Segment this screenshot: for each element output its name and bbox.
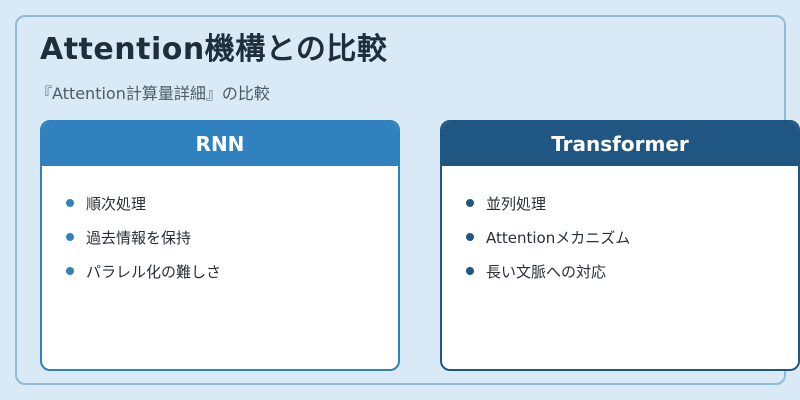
list-item-label: 長い文脈への対応 bbox=[486, 262, 607, 281]
list-item: 長い文脈への対応 bbox=[466, 254, 798, 288]
list-item: パラレル化の難しさ bbox=[66, 254, 398, 288]
list-item-label: 順次処理 bbox=[86, 194, 147, 213]
bullet-icon bbox=[66, 233, 74, 241]
transformer-feature-list: 並列処理 Attentionメカニズム 長い文脈への対応 bbox=[442, 166, 798, 288]
rnn-card-header: RNN bbox=[42, 122, 398, 166]
bullet-icon bbox=[66, 199, 74, 207]
transformer-card: Transformer 並列処理 Attentionメカニズム 長い文脈への対応 bbox=[440, 120, 800, 371]
rnn-card: RNN 順次処理 過去情報を保持 パラレル化の難しさ bbox=[40, 120, 400, 371]
list-item-label: パラレル化の難しさ bbox=[86, 262, 222, 281]
list-item: 並列処理 bbox=[466, 186, 798, 220]
transformer-card-header: Transformer bbox=[442, 122, 798, 166]
page-subtitle: 『Attention計算量詳細』の比較 bbox=[36, 84, 270, 103]
list-item-label: 並列処理 bbox=[486, 194, 547, 213]
list-item-label: 過去情報を保持 bbox=[86, 228, 192, 247]
list-item: 過去情報を保持 bbox=[66, 220, 398, 254]
bullet-icon bbox=[466, 199, 474, 207]
page-title: Attention機構との比較 bbox=[40, 32, 388, 67]
rnn-feature-list: 順次処理 過去情報を保持 パラレル化の難しさ bbox=[42, 166, 398, 288]
bullet-icon bbox=[66, 267, 74, 275]
bullet-icon bbox=[466, 233, 474, 241]
list-item: 順次処理 bbox=[66, 186, 398, 220]
list-item: Attentionメカニズム bbox=[466, 220, 798, 254]
bullet-icon bbox=[466, 267, 474, 275]
list-item-label: Attentionメカニズム bbox=[486, 228, 631, 247]
